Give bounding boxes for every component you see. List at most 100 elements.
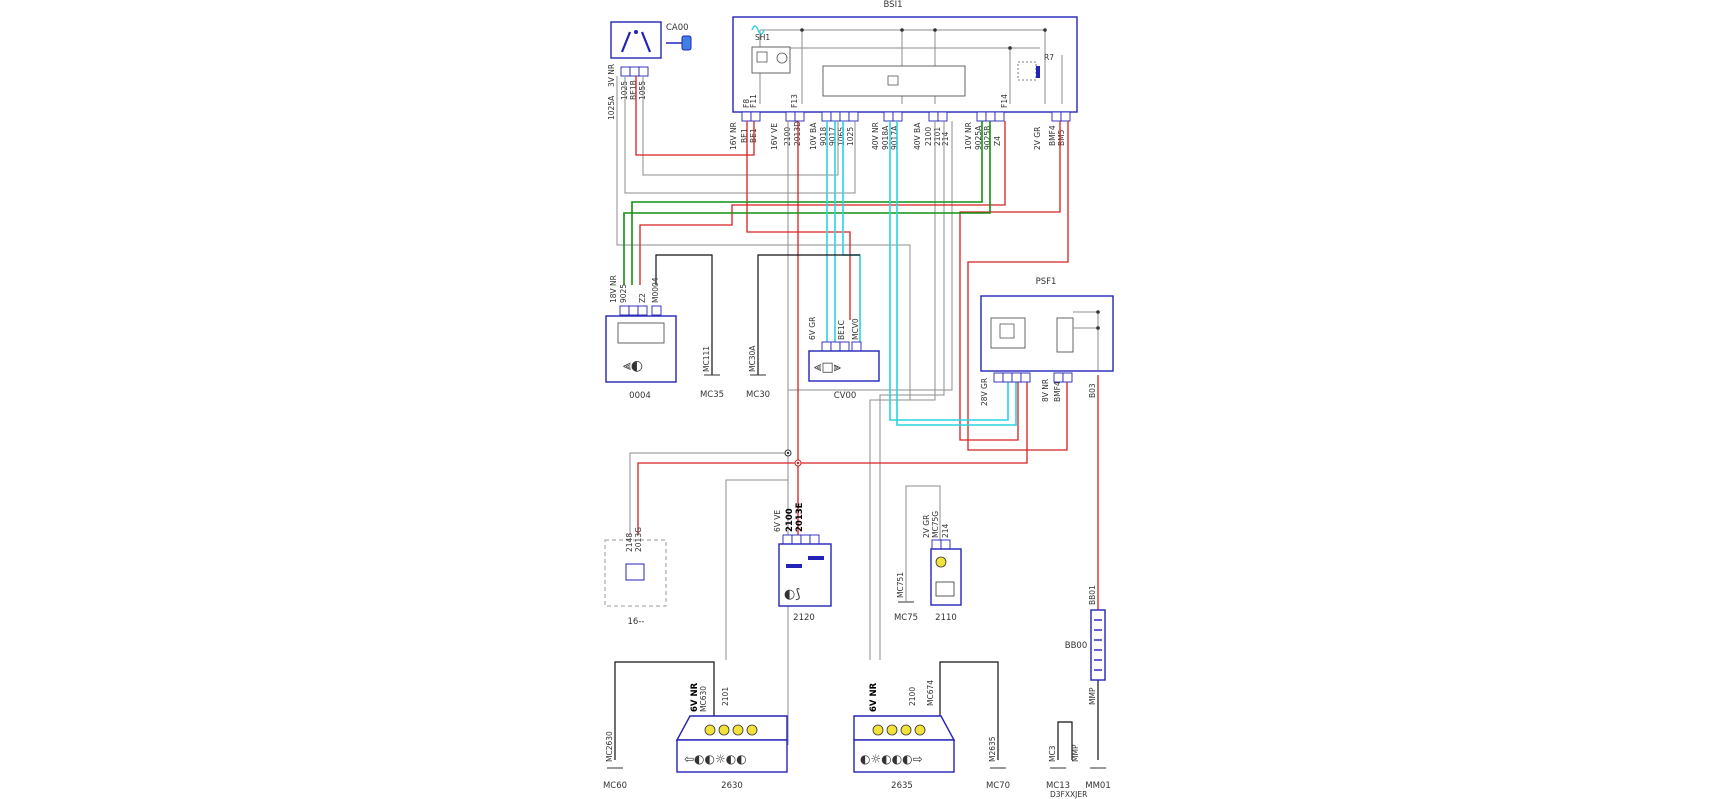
c2120-box[interactable] xyxy=(778,543,832,607)
bsi-internal-ecu xyxy=(751,46,791,74)
svg-text:MC13: MC13 xyxy=(1046,781,1070,791)
c2635-label: 2635 xyxy=(891,781,913,791)
relay-r7 xyxy=(1017,61,1037,81)
svg-text:2V GR: 2V GR xyxy=(1033,127,1042,150)
switch-icon xyxy=(808,556,824,560)
gray-wires xyxy=(616,76,953,745)
c2120-label: 2120 xyxy=(793,613,815,623)
svg-text:BE1: BE1 xyxy=(740,128,749,143)
svg-text:Z4: Z4 xyxy=(993,136,1002,146)
c16-box[interactable] xyxy=(604,539,667,607)
green-wires xyxy=(623,121,991,285)
hazard-button-icon xyxy=(935,581,955,597)
svg-text:BB01: BB01 xyxy=(1088,585,1097,605)
svg-text:B03: B03 xyxy=(1088,383,1097,398)
c2110-module: 2110 2V GR MC75G 214 xyxy=(922,511,962,623)
bsi1-label: BSI1 xyxy=(884,0,903,10)
c2110-box[interactable] xyxy=(930,548,962,606)
svg-text:MC70: MC70 xyxy=(986,781,1010,791)
shunt-icon xyxy=(751,25,765,35)
ca00-ignition-switch: CA00 1025A 3V NR 1025 BE1B 1055 xyxy=(607,21,692,120)
svg-text:MC2630: MC2630 xyxy=(605,731,614,762)
svg-text:8V NR: 8V NR xyxy=(1041,379,1050,402)
actuator-icon xyxy=(625,563,645,581)
bulbs-icon xyxy=(704,724,758,736)
svg-text:9018: 9018 xyxy=(819,127,828,146)
ground-mc60: MC60 MC2630 xyxy=(603,731,627,791)
c2635-module: ◐☼◐◐◐⇨ 2635 6V NR 2100 MC674 xyxy=(853,680,956,791)
svg-text:MC630: MC630 xyxy=(699,686,708,712)
svg-text:MMP: MMP xyxy=(1088,687,1097,705)
battery-icon xyxy=(1094,619,1102,671)
svg-text:2101: 2101 xyxy=(721,687,730,706)
bb00-box[interactable] xyxy=(1090,609,1106,681)
svg-text:214: 214 xyxy=(941,131,950,146)
cv00-box[interactable] xyxy=(808,350,880,382)
svg-text:BE1C: BE1C xyxy=(837,320,846,340)
svg-text:MC75G: MC75G xyxy=(931,511,940,538)
fuse-f8-label: F8 xyxy=(742,99,751,108)
c2630-module: ⇦◐◐☼◐◐ 2630 6V NR MC630 2101 xyxy=(675,682,788,791)
svg-text:9018A: 9018A xyxy=(881,125,890,150)
svg-text:MC111: MC111 xyxy=(702,346,711,372)
svg-text:MC3: MC3 xyxy=(1048,745,1057,762)
svg-text:2100: 2100 xyxy=(924,127,933,146)
svg-text:28V GR: 28V GR xyxy=(980,378,989,406)
ground-mc13: MC13 MC3 xyxy=(1046,745,1070,791)
ca00-wire-1025a: 1025A xyxy=(607,95,616,120)
ground-mc75: MC75 MC751 xyxy=(894,540,918,623)
ground-mc70: MC70 M2635 xyxy=(986,736,1010,791)
bb00-label: BB00 xyxy=(1065,641,1087,651)
warning-lamp-icon xyxy=(935,556,947,568)
svg-text:MC30: MC30 xyxy=(746,390,770,400)
svg-text:2148: 2148 xyxy=(625,533,634,552)
light-functions-icon: ◐☼◐◐◐⇨ xyxy=(860,752,923,766)
svg-text:9025: 9025 xyxy=(619,284,628,303)
cv00-label: CV00 xyxy=(834,391,857,401)
cv00-module: ⫷□⫸ CV00 6V GR BE1C MCV0 xyxy=(808,317,880,401)
chip-icon xyxy=(887,75,899,86)
bsi-shunt-label: SH1 xyxy=(755,33,770,42)
svg-text:2101: 2101 xyxy=(933,127,942,146)
ground-mm01: MM01 MMP xyxy=(1071,744,1111,791)
hazard-icon: ◐⟆ xyxy=(784,587,800,602)
diagram-code: D3FXXJER xyxy=(1050,790,1087,799)
psf1-module: PSF1 28V GR 8V NR BMF4 B03 xyxy=(980,277,1114,406)
svg-text:6V VE: 6V VE xyxy=(773,510,782,532)
svg-text:10V NR: 10V NR xyxy=(964,122,973,150)
bsi1-pin-row xyxy=(741,111,1071,122)
svg-text:9025B: 9025B xyxy=(983,126,992,150)
svg-text:2100: 2100 xyxy=(908,687,917,706)
light-functions-icon: ⇦◐◐☼◐◐ xyxy=(684,752,747,766)
lights-stalk-icon: ⫷□⫸ xyxy=(814,360,841,375)
svg-text:9017A: 9017A xyxy=(890,125,899,150)
psf1-label: PSF1 xyxy=(1036,277,1057,287)
ca00-conn-label: 3V NR xyxy=(607,64,616,87)
svg-text:M2635: M2635 xyxy=(988,736,997,762)
ground-mc35: MC35 MC111 xyxy=(700,346,724,400)
fuse-f11-label: F11 xyxy=(749,94,758,108)
svg-text:40V BA: 40V BA xyxy=(913,122,922,150)
ca00-box[interactable] xyxy=(610,21,662,59)
bb00-battery: BB00 BB01 MMP xyxy=(1065,585,1106,705)
ground-mc30: MC30 MC30A xyxy=(746,345,770,400)
red-wires xyxy=(635,76,1099,610)
c16-module: 16-- 2148 2013G xyxy=(604,527,667,627)
svg-text:16V NR: 16V NR xyxy=(729,122,738,150)
svg-text:10V BA: 10V BA xyxy=(809,122,818,150)
svg-text:MMP: MMP xyxy=(1071,744,1080,762)
c2630-box[interactable] xyxy=(675,715,788,741)
svg-text:2013G: 2013G xyxy=(634,527,643,552)
svg-text:MCV0: MCV0 xyxy=(851,318,860,340)
svg-text:MC60: MC60 xyxy=(603,781,627,791)
splices xyxy=(784,449,802,467)
fuse-f13-label: F13 xyxy=(790,94,799,108)
relay-coil-icon xyxy=(1036,66,1040,78)
psf1-internal-ecu xyxy=(990,317,1026,349)
black-wires xyxy=(614,254,1099,760)
svg-text:Z2: Z2 xyxy=(638,293,647,303)
svg-text:2013E: 2013E xyxy=(795,502,805,532)
svg-text:1025: 1025 xyxy=(846,127,855,146)
svg-text:9025A: 9025A xyxy=(974,125,983,150)
